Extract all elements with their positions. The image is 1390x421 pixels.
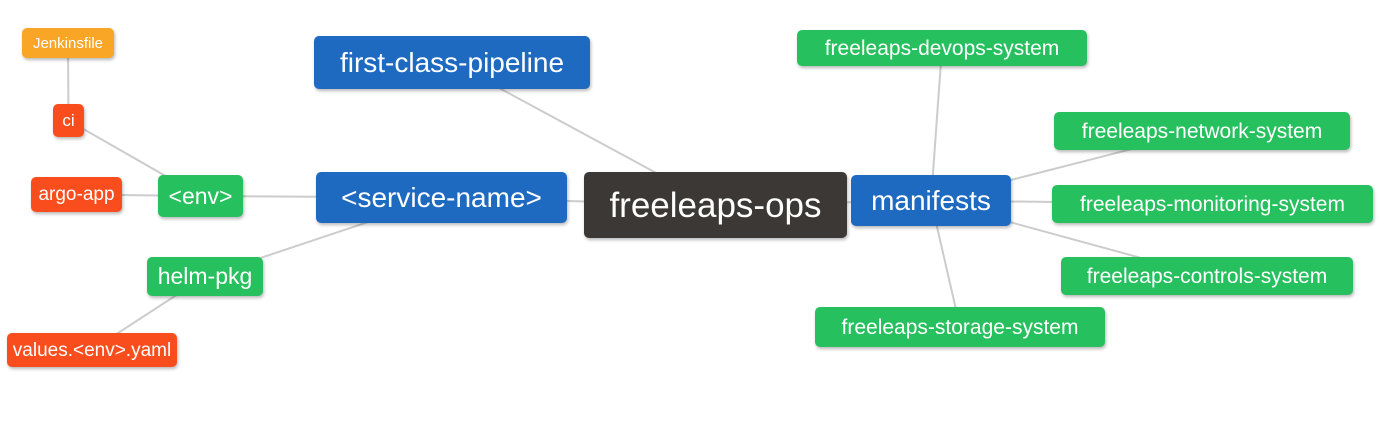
node-ci[interactable]: ci: [53, 104, 84, 137]
node-label: helm-pkg: [157, 263, 253, 289]
node-first-class-pipeline[interactable]: first-class-pipeline: [314, 36, 590, 89]
node-env[interactable]: <env>: [158, 175, 243, 217]
node-freeleaps-ops[interactable]: freeleaps-ops: [584, 172, 847, 238]
node-values-env-yaml[interactable]: values.<env>.yaml: [7, 333, 177, 367]
node-label: freeleaps-ops: [609, 185, 822, 225]
node-label: values.<env>.yaml: [12, 339, 172, 361]
node-label: ci: [62, 111, 75, 130]
node-label: argo-app: [38, 184, 115, 205]
node-label: manifests: [871, 184, 991, 216]
node-label: freeleaps-monitoring-system: [1080, 192, 1345, 216]
node-manifests[interactable]: manifests: [851, 175, 1011, 226]
node-label: freeleaps-controls-system: [1086, 264, 1328, 288]
node-label: first-class-pipeline: [339, 46, 565, 78]
node-label: <env>: [168, 182, 233, 209]
node-jenkinsfile[interactable]: Jenkinsfile: [22, 28, 114, 58]
node-freeleaps-monitoring-system[interactable]: freeleaps-monitoring-system: [1052, 185, 1373, 223]
node-freeleaps-network-system[interactable]: freeleaps-network-system: [1054, 112, 1350, 150]
node-label: <service-name>: [341, 181, 542, 213]
node-freeleaps-devops-system[interactable]: freeleaps-devops-system: [797, 30, 1087, 66]
node-helm-pkg[interactable]: helm-pkg: [147, 257, 263, 296]
node-label: freeleaps-storage-system: [841, 315, 1079, 339]
node-argo-app[interactable]: argo-app: [31, 177, 122, 212]
node-freeleaps-storage-system[interactable]: freeleaps-storage-system: [815, 307, 1105, 347]
node-service-name[interactable]: <service-name>: [316, 172, 567, 223]
node-label: freeleaps-network-system: [1081, 119, 1323, 143]
node-label: freeleaps-devops-system: [824, 36, 1060, 60]
node-freeleaps-controls-system[interactable]: freeleaps-controls-system: [1061, 257, 1353, 295]
node-label: Jenkinsfile: [32, 34, 104, 52]
